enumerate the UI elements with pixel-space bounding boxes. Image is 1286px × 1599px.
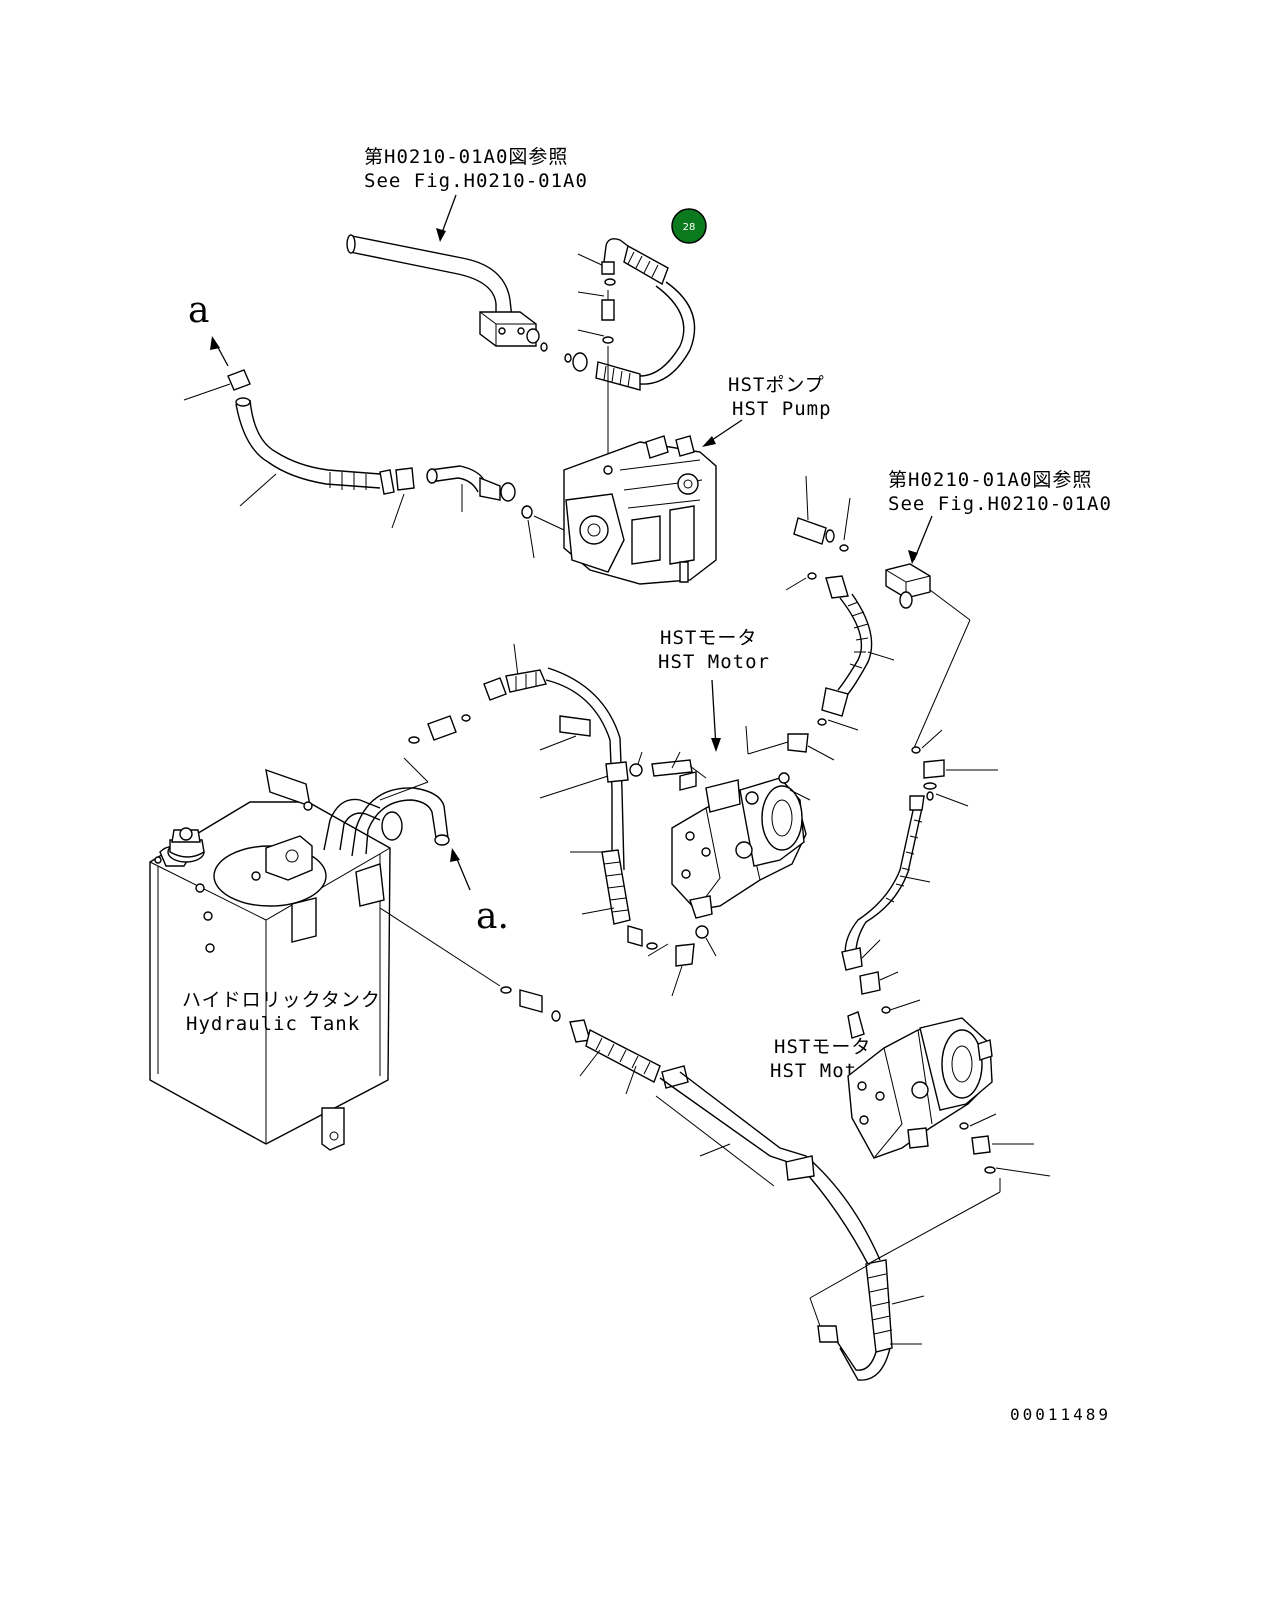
hydraulic-tank-label-en: Hydraulic Tank [186, 1013, 360, 1035]
motor-1-return-hose [483, 643, 695, 997]
callout-see-fig-2-en: See Fig.H0210-01A0 [888, 493, 1112, 515]
return-fittings [379, 714, 471, 801]
highlight-badge-number: 28 [683, 222, 696, 233]
hst-motor-1-label-jp: HSTモータ [660, 627, 757, 649]
hst-motor-2: HSTモータ HST Motor [770, 1011, 1051, 1265]
highlight-badge-circle [671, 208, 707, 244]
ref-a-top: a [188, 290, 229, 367]
callout-see-fig-2: 第H0210-01A0図参照 See Fig.H0210-01A0 [888, 469, 1112, 564]
highlight-badge: 28 [671, 208, 707, 244]
ref-a-top-text: a [188, 290, 209, 331]
hst-motor-1-label-en: HST Motor [658, 651, 770, 673]
hst-motor-1: HSTモータ HST Motor [658, 627, 770, 752]
hydraulic-tank: ハイドロリックタンク Hydraulic Tank [149, 768, 391, 1151]
tank-drain-hose [379, 907, 925, 1381]
suction-pipe [346, 234, 548, 352]
hose-28 [564, 238, 696, 391]
callout-see-fig-2-jp: 第H0210-01A0図参照 [888, 469, 1092, 491]
callout-see-fig-1: 第H0210-01A0図参照 See Fig.H0210-01A0 [364, 146, 588, 242]
pump-fittings [577, 253, 616, 462]
hst-motor-2-label-jp: HSTモータ [774, 1036, 871, 1058]
callout-see-fig-1-en: See Fig.H0210-01A0 [364, 170, 588, 192]
hst-pump: HSTポンプ HST Pump [563, 374, 832, 585]
right-manifold [785, 475, 971, 749]
drawing-number: 00011489 [1010, 1405, 1111, 1424]
hydraulic-tank-label-jp: ハイドロリックタンク [182, 989, 381, 1011]
hst-motor-1-body [651, 725, 835, 957]
hst-pump-label-en: HST Pump [732, 398, 832, 420]
ref-a-bottom-text: a. [476, 896, 509, 937]
left-suction-hose [183, 369, 565, 559]
callout-see-fig-1-jp: 第H0210-01A0図参照 [364, 146, 568, 168]
tank-return-pipe: a. [323, 787, 509, 937]
motor-supply-hose [817, 575, 895, 731]
motor-2-supply-hose [841, 729, 998, 1014]
hst-pump-label-jp: HSTポンプ [728, 374, 825, 396]
